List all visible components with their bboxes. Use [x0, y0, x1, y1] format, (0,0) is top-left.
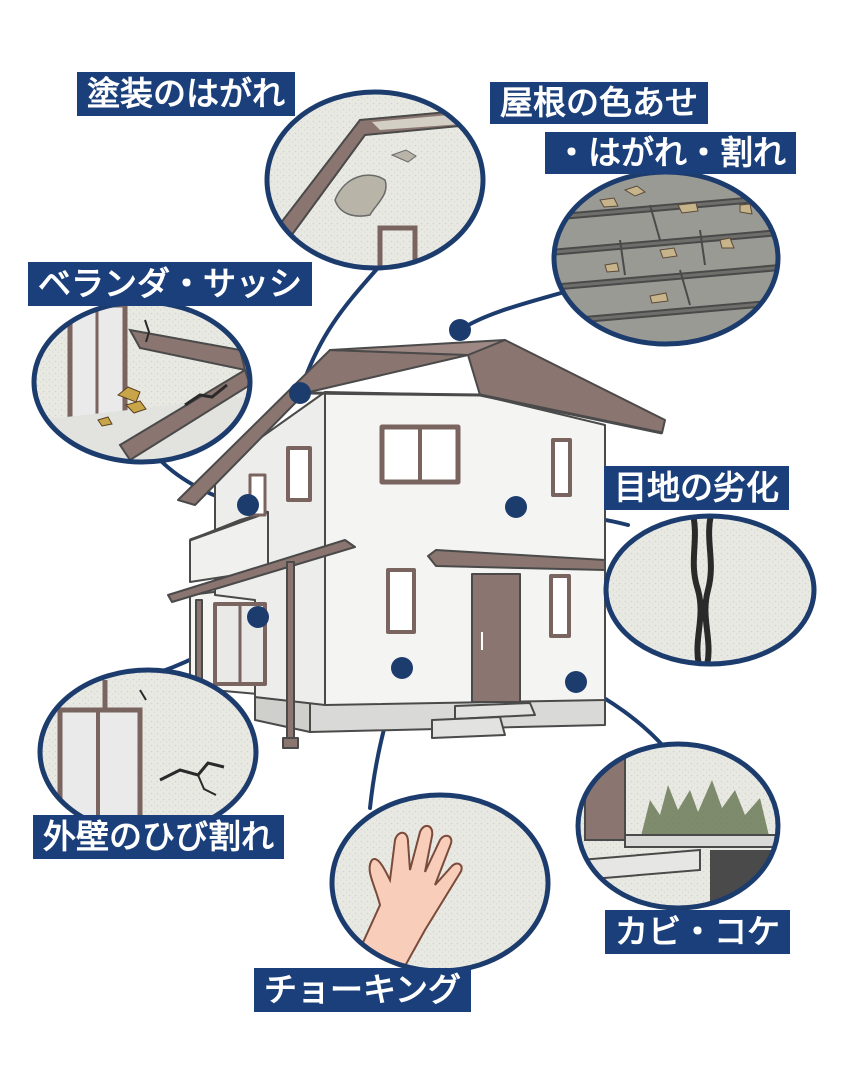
house: [167, 319, 666, 749]
label-chalking: チョーキング: [254, 968, 472, 1012]
porch-post-1: [286, 561, 295, 741]
detail-peeling-paint: [264, 89, 486, 271]
label-roof-line1: 屋根の色あせ: [500, 83, 698, 122]
detail-joint: [603, 513, 817, 667]
label-wall-crack: 外壁のひび割れ: [33, 815, 284, 859]
label-roof: 屋根の色あせ: [490, 82, 708, 124]
label-mold: カビ・コケ: [605, 910, 790, 954]
detail-mold: [575, 741, 781, 911]
label-joint: 目地の劣化: [604, 466, 789, 510]
detail-wall-crack: [37, 667, 259, 837]
label-veranda: ベランダ・サッシ: [28, 262, 312, 306]
lower-window-right: [549, 574, 571, 638]
house-roof-top: [329, 339, 506, 356]
lower-window-left: [386, 568, 416, 634]
veranda-rail: [189, 510, 269, 542]
entrance-step-2: [431, 716, 506, 739]
entrance-step-1: [454, 702, 536, 720]
label-roof-line2: ・はがれ・割れ: [555, 133, 786, 172]
front-door: [471, 573, 521, 703]
entrance-canopy: [427, 549, 606, 571]
porch-roof-left: [167, 539, 356, 603]
upper-window-right: [551, 438, 572, 497]
label-peeling-paint: 塗装のはがれ: [77, 72, 295, 116]
veranda-wall: [189, 511, 269, 583]
upper-window-side: [286, 446, 312, 502]
label-roof-2: ・はがれ・割れ: [545, 132, 796, 174]
detail-roof: [551, 169, 781, 347]
detail-chalking: [329, 792, 551, 974]
porch-post-base: [282, 737, 299, 749]
house-eave: [304, 391, 663, 435]
pointer-dots: [237, 319, 587, 693]
detail-veranda: [31, 299, 253, 465]
house-roof-left: [177, 349, 469, 506]
